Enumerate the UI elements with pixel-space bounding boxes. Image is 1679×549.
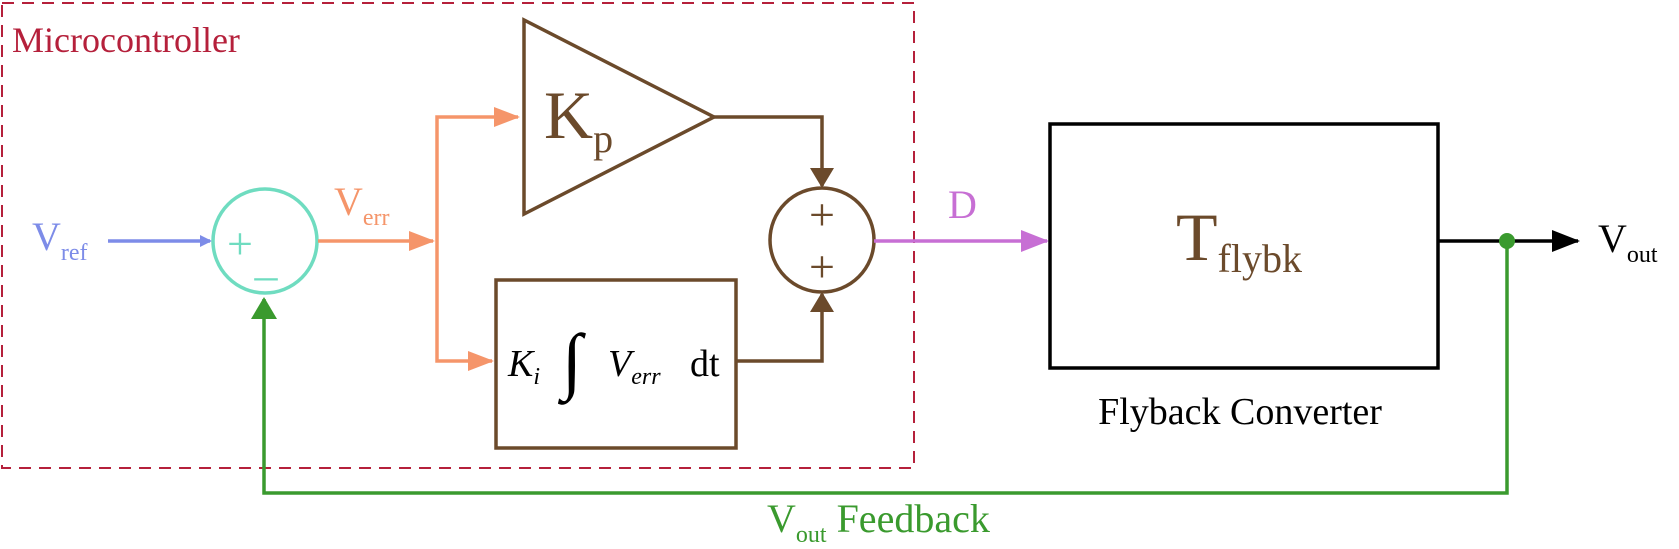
vref-label: Vref bbox=[32, 214, 88, 266]
integral-k: Ki bbox=[507, 343, 540, 390]
kp-to-sum2 bbox=[714, 115, 834, 188]
verr-sub: err bbox=[363, 205, 390, 231]
verr-label: Verr bbox=[334, 179, 390, 231]
integral-k-sub: i bbox=[533, 364, 540, 390]
flyback-main: T bbox=[1176, 199, 1218, 275]
integral-k-main: K bbox=[507, 343, 535, 385]
sum1-minus: – bbox=[254, 249, 279, 300]
flyback-sub: flybk bbox=[1218, 236, 1302, 281]
flyback-caption: Flyback Converter bbox=[1098, 391, 1382, 433]
summing-junction-error bbox=[211, 187, 319, 295]
sum1-plus: + bbox=[227, 218, 253, 269]
kp-sub: p bbox=[593, 116, 613, 161]
vout-sub: out bbox=[1627, 242, 1658, 268]
kp-label: Kp bbox=[544, 77, 613, 161]
integral-dt: dt bbox=[690, 343, 720, 385]
proportional-gain-block bbox=[522, 17, 718, 217]
verr-branch-to-ki bbox=[435, 241, 494, 371]
integral-v-sub: err bbox=[631, 364, 661, 390]
vout-main: V bbox=[1598, 216, 1627, 261]
integral-verr: Verr bbox=[608, 343, 661, 390]
sum2-plus-bottom: + bbox=[809, 241, 835, 292]
sum2-plus-top: + bbox=[809, 189, 835, 240]
flyback-converter-block bbox=[1048, 122, 1440, 370]
verr-main: V bbox=[334, 179, 363, 224]
flyback-label: Tflybk bbox=[1176, 199, 1302, 281]
feedback-label: Vout Feedback bbox=[767, 496, 990, 548]
verr-branch-to-kp bbox=[435, 107, 520, 241]
feedback-main: V bbox=[767, 496, 796, 541]
microcontroller-boundary bbox=[1, 2, 915, 469]
vout-label: Vout bbox=[1598, 216, 1658, 268]
ki-to-sum2 bbox=[736, 292, 834, 363]
feedback-path bbox=[251, 241, 1509, 495]
feedback-rest: Feedback bbox=[837, 496, 990, 541]
vref-sub: ref bbox=[61, 240, 88, 266]
microcontroller-label: Microcontroller bbox=[12, 20, 240, 60]
vref-main: V bbox=[32, 214, 61, 259]
feedback-sub: out bbox=[796, 522, 827, 548]
kp-main: K bbox=[544, 77, 593, 153]
duty-label: D bbox=[948, 182, 977, 227]
integral-sign: ∫ bbox=[558, 320, 587, 405]
integral-block bbox=[494, 278, 738, 450]
integral-v-main: V bbox=[608, 343, 635, 385]
